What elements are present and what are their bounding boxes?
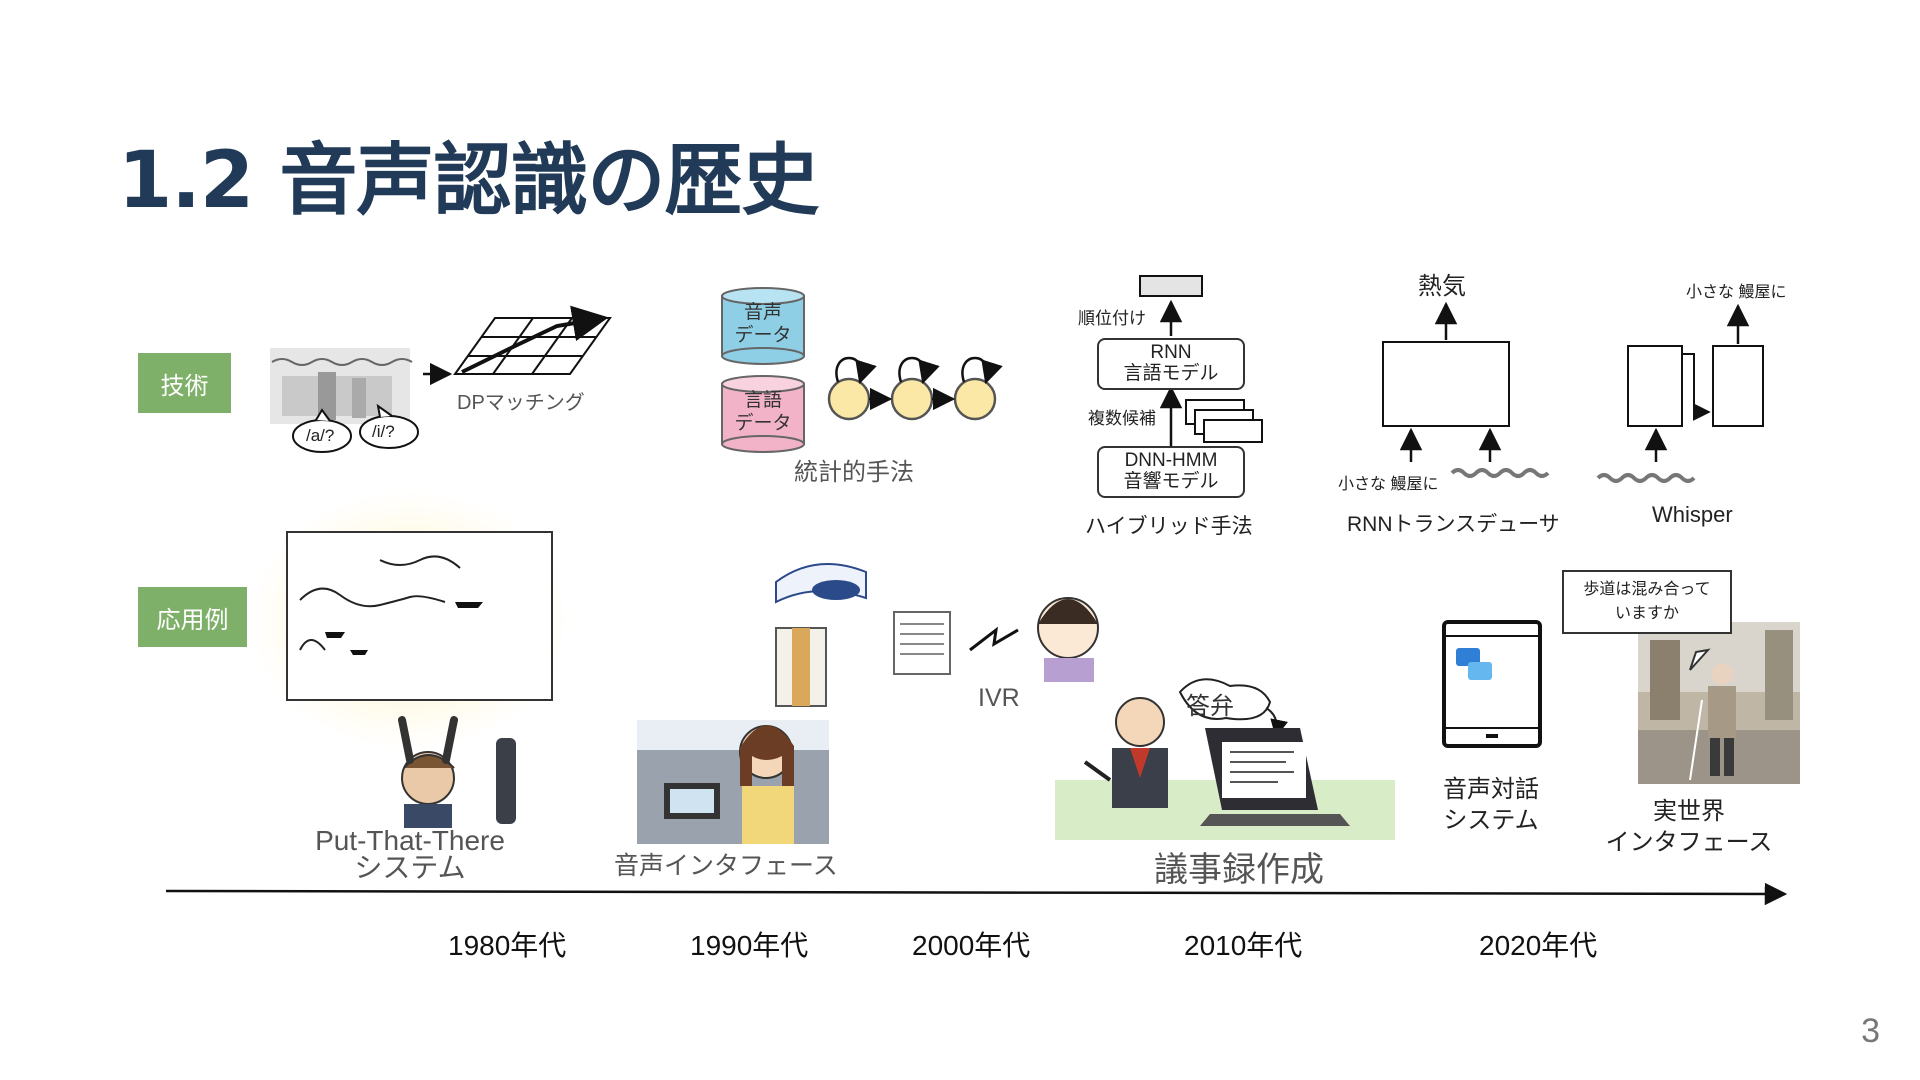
ivr-illustration <box>775 563 1099 707</box>
timeline-axis <box>165 882 1788 906</box>
whisper-output-label: 小さな 鰻屋に <box>1686 284 1787 301</box>
hmm-states <box>827 356 1003 421</box>
phone-a-label: /a/? <box>306 426 335 445</box>
decade-2020s: 2020年代 <box>1479 930 1598 961</box>
dnn-hmm-box: DNN-HMM 音響モデル <box>1097 446 1245 498</box>
phone-i-label: /i/? <box>372 422 395 441</box>
rnnt-diagram <box>1382 301 1550 478</box>
ivr-label: IVR <box>978 684 1020 712</box>
voice-interface-label: 音声インタフェース <box>614 852 838 880</box>
question-bubble: 歩道は混み合って いますか <box>1562 570 1732 634</box>
car-interface-illustration <box>637 720 829 844</box>
rnn-lm-box: RNN 言語モデル <box>1097 338 1245 390</box>
candidates-label: 複数候補 <box>1088 409 1156 428</box>
rnnt-output-label: 熱気 <box>1418 273 1466 300</box>
real-world-interface-label: 実世界 インタフェース <box>1605 798 1773 857</box>
putthatthere-label: Put-That-There システム <box>315 825 505 883</box>
tablet-illustration <box>1442 620 1542 748</box>
page-title: 1.2 音声認識の歴史 <box>118 136 819 226</box>
whisper-label: Whisper <box>1652 502 1733 527</box>
statistical-method-label: 統計的手法 <box>794 459 914 486</box>
rnnt-input-label: 小さな 鰻屋に <box>1338 476 1439 493</box>
phone-bubble-i <box>359 403 419 449</box>
whisper-diagram <box>1596 303 1764 483</box>
dialog-system-label: 音声対話 システム <box>1443 776 1539 835</box>
ranking-label: 順位付け <box>1078 309 1146 328</box>
hybrid-method-label: ハイブリッド手法 <box>1085 515 1253 538</box>
putthatthere-illustration <box>250 490 570 828</box>
decade-1990s: 1990年代 <box>690 930 809 961</box>
decade-2010s: 2010年代 <box>1184 930 1303 961</box>
speech-data-cylinder <box>721 287 805 365</box>
language-data-label: 言語 データ <box>734 390 792 434</box>
speech-data-label: 音声 データ <box>734 302 792 346</box>
street-photo <box>1638 622 1800 784</box>
rnnt-label: RNNトランスデューサ <box>1347 513 1560 536</box>
dp-matching-label: DPマッチング <box>457 392 585 414</box>
minutes-label: 議事録作成 <box>1154 851 1324 889</box>
language-data-cylinder <box>721 375 805 453</box>
page-number: 3 <box>1861 1012 1880 1050</box>
hybrid-diagram <box>1139 275 1263 446</box>
minutes-illustration <box>1055 678 1395 840</box>
dp-grid <box>453 305 612 375</box>
row-tag-tech: 技術 <box>138 353 231 413</box>
speech-bubble-question <box>1689 648 1711 671</box>
decade-2000s: 2000年代 <box>912 930 1031 961</box>
row-tag-apps: 応用例 <box>138 587 247 647</box>
answer-bubble-label: 答弁 <box>1186 693 1234 720</box>
decade-1980s: 1980年代 <box>448 930 567 961</box>
phone-bubble-a <box>292 408 352 453</box>
spectrogram-image <box>270 348 413 424</box>
